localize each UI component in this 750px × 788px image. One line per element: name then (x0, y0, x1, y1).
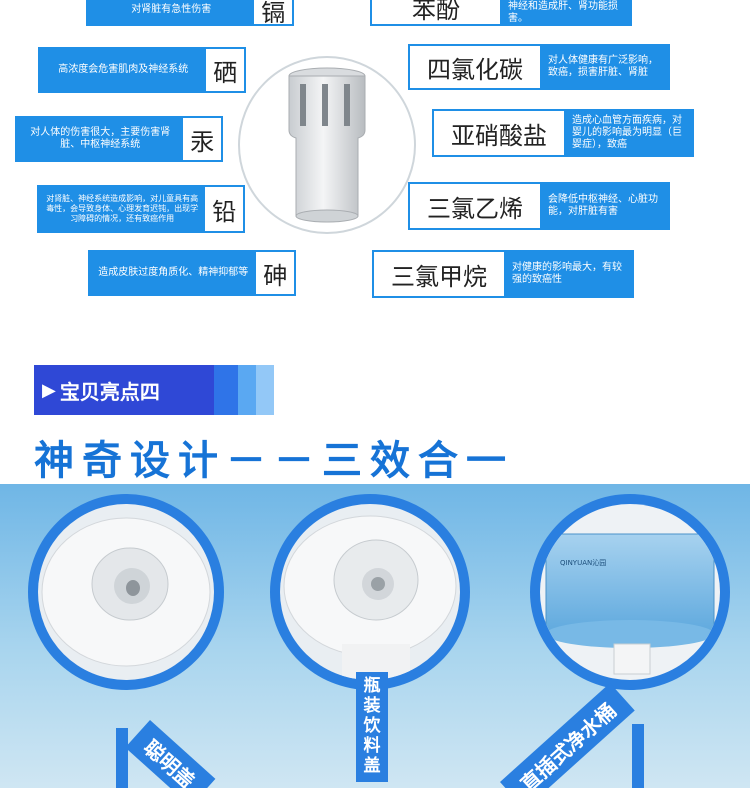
contaminant-desc: 对肾脏、神经系统造成影响，对儿童具有高毒性，会导致身体、心理发育迟钝，出现学习障… (46, 194, 199, 223)
contaminant-card-phenol: 苯酚 的腐蚀作用，可抑制中枢神经和造成肝、肾功能损害。 (370, 0, 632, 26)
contaminant-card-selenium: 高浓度会危害肌肉及神经系统 硒 (38, 47, 246, 93)
feature-showcase: QINYUAN沁园 聪明盖 瓶装饮料盖 直插式净水桶 (0, 484, 750, 788)
contaminant-card-cadmium: 对肾脏有急性伤害 镉 (86, 0, 294, 27)
feature-circle-smart-cap (28, 494, 224, 690)
bottle-cap-icon (283, 515, 457, 680)
contaminant-desc: 对肾脏有急性伤害 (131, 4, 212, 15)
contaminant-card-trichloroethylene: 三氯乙烯 会降低中枢神经、心脏功能，对肝脏有害 (408, 182, 670, 230)
play-triangle-icon: ▶ (42, 379, 56, 401)
feature-label-smart-cap: 聪明盖 (125, 720, 216, 788)
banner-stripe (214, 365, 238, 415)
contaminant-name: 铅 (205, 187, 243, 231)
contaminant-desc: 造成皮肤过度角质化、精神抑郁等 (98, 267, 249, 278)
banner-stripe (256, 365, 274, 415)
contaminant-desc: 对人体健康有广泛影响，致癌，损害肝脏、肾脏 (548, 55, 658, 78)
contaminant-name: 砷 (256, 252, 294, 294)
contaminant-desc: 造成心血管方面疾病，对婴儿的影响最为明显（巨婴症），致癌 (572, 115, 682, 150)
bucket-icon (545, 533, 715, 675)
decor-bar (632, 724, 644, 788)
contaminant-name: 汞 (183, 118, 221, 160)
contaminant-name: 镉 (254, 0, 292, 27)
banner-label: 宝贝亮点四 (59, 379, 160, 404)
contaminant-card-chloroform: 三氯甲烷 对健康的影响最大，有较强的致癌性 (372, 250, 634, 298)
contaminant-name: 四氯化碳 (410, 46, 540, 88)
banner-stripe (238, 365, 256, 415)
highlight-banner: ▶ 宝贝亮点四 (34, 365, 274, 415)
bucket-image: QINYUAN沁园 (540, 504, 720, 680)
filter-cartridge-icon (288, 67, 366, 223)
decor-bar (116, 728, 128, 788)
contaminant-name: 三氯甲烷 (374, 252, 504, 296)
contaminant-card-carbon-tetrachloride: 四氯化碳 对人体健康有广泛影响，致癌，损害肝脏、肾脏 (408, 44, 670, 90)
bottle-cap-image (280, 504, 460, 680)
feature-label-bottle-cap: 瓶装饮料盖 (356, 672, 388, 782)
contaminant-name: 亚硝酸盐 (434, 111, 564, 155)
banner-label-box: ▶ 宝贝亮点四 (34, 365, 214, 415)
bucket-brand: QINYUAN沁园 (560, 559, 607, 567)
contaminant-desc: 的腐蚀作用，可抑制中枢神经和造成肝、肾功能损害。 (508, 1, 618, 24)
contaminant-name: 三氯乙烯 (410, 184, 540, 228)
contaminant-name: 硒 (206, 49, 244, 91)
smart-cap-label: 聪明盖 (138, 735, 200, 788)
contaminant-card-lead: 对肾脏、神经系统造成影响，对儿童具有高毒性，会导致身体、心理发育迟钝，出现学习障… (37, 185, 245, 233)
smart-cap-image (38, 504, 214, 680)
contaminant-desc: 高浓度会危害肌肉及神经系统 (58, 64, 189, 75)
feature-label-bucket: 直插式净水桶 (500, 682, 635, 788)
feature-circle-bucket: QINYUAN沁园 (530, 494, 730, 690)
smart-cap-icon (41, 517, 211, 667)
feature-circle-bottle-cap (270, 494, 470, 690)
contaminant-desc: 对健康的影响最大，有较强的致癌性 (512, 262, 622, 285)
contaminant-card-arsenic: 造成皮肤过度角质化、精神抑郁等 砷 (88, 250, 296, 296)
bottle-cap-label: 瓶装饮料盖 (363, 676, 381, 776)
contaminant-name: 苯酚 (372, 0, 500, 24)
contaminant-desc: 会降低中枢神经、心脏功能，对肝脏有害 (548, 194, 658, 217)
contaminant-card-mercury: 对人体的伤害很大，主要伤害肾脏、中枢神经系统 汞 (15, 116, 223, 162)
filter-cartridge-image (238, 56, 416, 234)
contaminant-desc: 对人体的伤害很大，主要伤害肾脏、中枢神经系统 (30, 127, 171, 150)
bucket-label: 直插式净水桶 (515, 698, 621, 788)
page-headline: 神奇设计－－三效合一 (34, 438, 514, 484)
contaminant-card-nitrite: 亚硝酸盐 造成心血管方面疾病，对婴儿的影响最为明显（巨婴症），致癌 (432, 109, 694, 157)
